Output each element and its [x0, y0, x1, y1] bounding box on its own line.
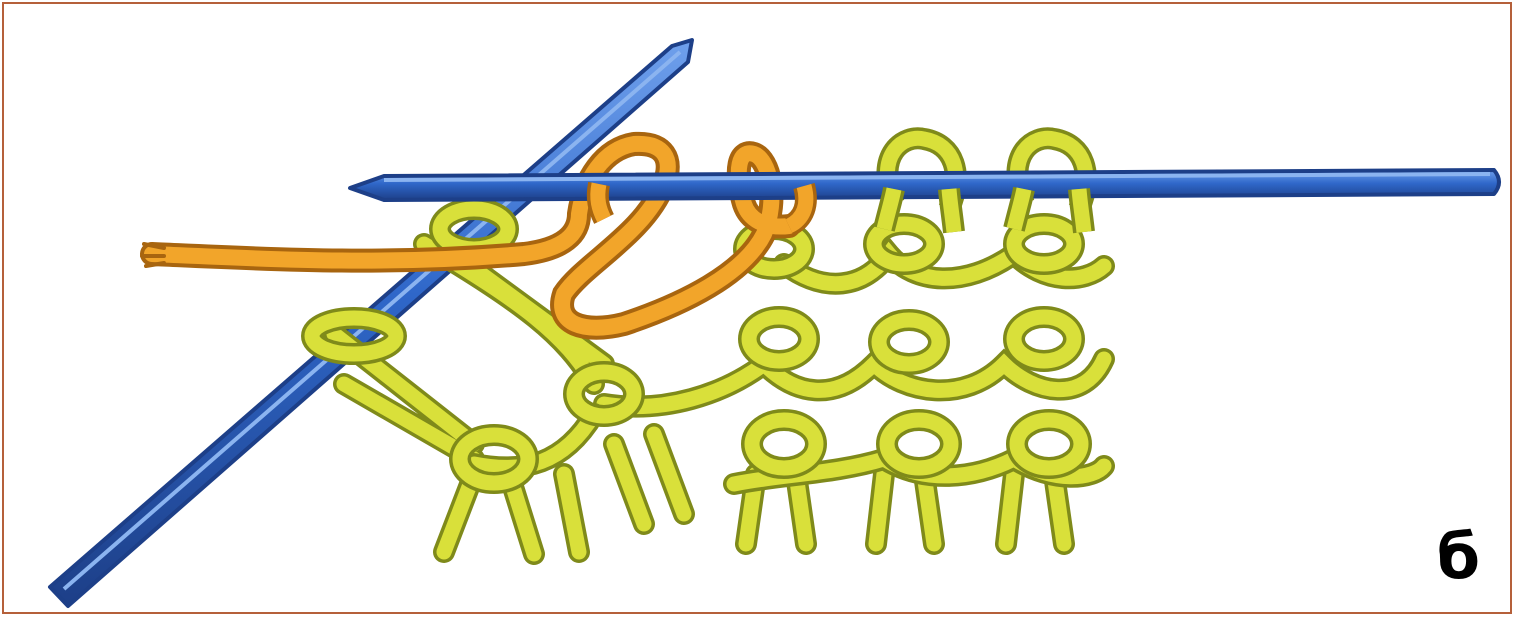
knitting-diagram — [4, 4, 1512, 614]
figure-label: б — [1437, 526, 1480, 588]
right-needle — [350, 170, 1499, 200]
